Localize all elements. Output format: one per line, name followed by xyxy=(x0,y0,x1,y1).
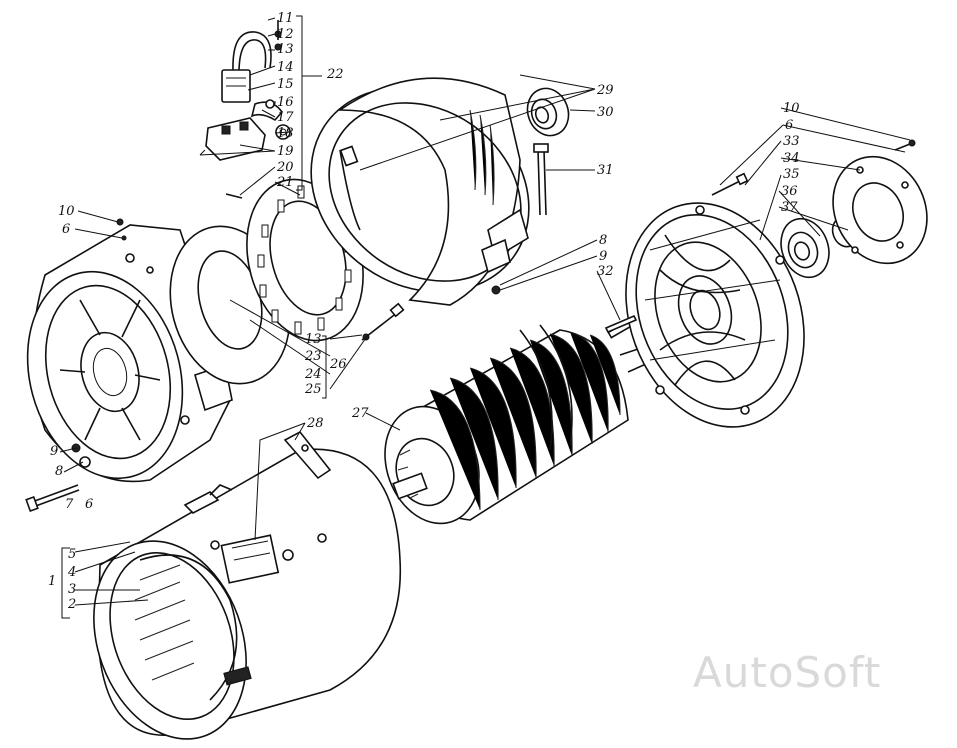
callout-label: 1 xyxy=(48,574,56,589)
callout-label: 12 xyxy=(277,27,294,42)
brush-assembly xyxy=(205,20,291,199)
bearing-cap-34 xyxy=(832,155,928,265)
callout-label: 24 xyxy=(304,367,322,382)
callout-label: 30 xyxy=(597,105,614,120)
callout-label: 23 xyxy=(304,349,322,364)
key-32 xyxy=(604,314,638,334)
callout-label: 9 xyxy=(50,444,58,459)
callout-label: 28 xyxy=(306,416,324,431)
screw-26 xyxy=(361,302,405,341)
callout-label: 17 xyxy=(277,110,294,125)
bracket-11-21 xyxy=(296,15,322,191)
rear-shield xyxy=(625,202,805,428)
stator-housing xyxy=(93,430,402,740)
part-callouts: 1112131415161718192021222930318932106333… xyxy=(48,11,800,612)
callout-label: 19 xyxy=(277,144,294,159)
callout-label: 10 xyxy=(58,204,75,219)
cover-band xyxy=(310,77,530,306)
callout-label: 15 xyxy=(277,77,294,92)
bolt-7 xyxy=(25,218,127,513)
callout-label: 37 xyxy=(781,200,798,215)
callout-label: 34 xyxy=(783,151,800,166)
callout-label: 8 xyxy=(55,464,63,479)
callout-label: 33 xyxy=(783,134,800,149)
bolts-right xyxy=(711,139,916,196)
callout-label: 10 xyxy=(783,101,800,116)
callout-label: 21 xyxy=(276,175,294,190)
callout-label: 26 xyxy=(329,357,347,372)
bracket-13-25 xyxy=(322,335,327,399)
callout-label: 25 xyxy=(304,382,322,397)
callout-label: 3 xyxy=(68,582,76,597)
callout-label: 16 xyxy=(277,95,294,110)
bracket-1 xyxy=(61,547,70,619)
watermark-text: AutoSoft xyxy=(693,648,882,697)
callout-label: 32 xyxy=(597,264,614,279)
callout-label: 9 xyxy=(599,249,607,264)
callout-label: 22 xyxy=(326,67,344,82)
callout-label: 36 xyxy=(781,184,798,199)
callout-label: 6 xyxy=(62,222,70,237)
callout-label: 8 xyxy=(599,233,607,248)
callout-label: 18 xyxy=(277,126,294,141)
callout-label: 7 xyxy=(65,497,74,512)
callout-label: 35 xyxy=(783,167,800,182)
screw-31 xyxy=(533,143,549,216)
armature xyxy=(384,317,656,525)
nut-9 xyxy=(491,285,501,295)
callout-label: 20 xyxy=(276,160,294,175)
callout-label: 4 xyxy=(67,565,76,580)
callout-label: 27 xyxy=(351,406,369,421)
callout-label: 13 xyxy=(305,332,322,347)
callout-label: 31 xyxy=(597,163,614,178)
callout-label: 14 xyxy=(277,60,294,75)
callout-label: 5 xyxy=(68,547,76,562)
callout-label: 11 xyxy=(277,11,294,26)
callout-label: 29 xyxy=(596,83,614,98)
leader-lines xyxy=(59,17,911,606)
callout-label: 13 xyxy=(277,42,294,57)
callout-label: 6 xyxy=(85,497,93,512)
callout-label: 2 xyxy=(67,597,76,612)
callout-label: 6 xyxy=(785,118,793,133)
